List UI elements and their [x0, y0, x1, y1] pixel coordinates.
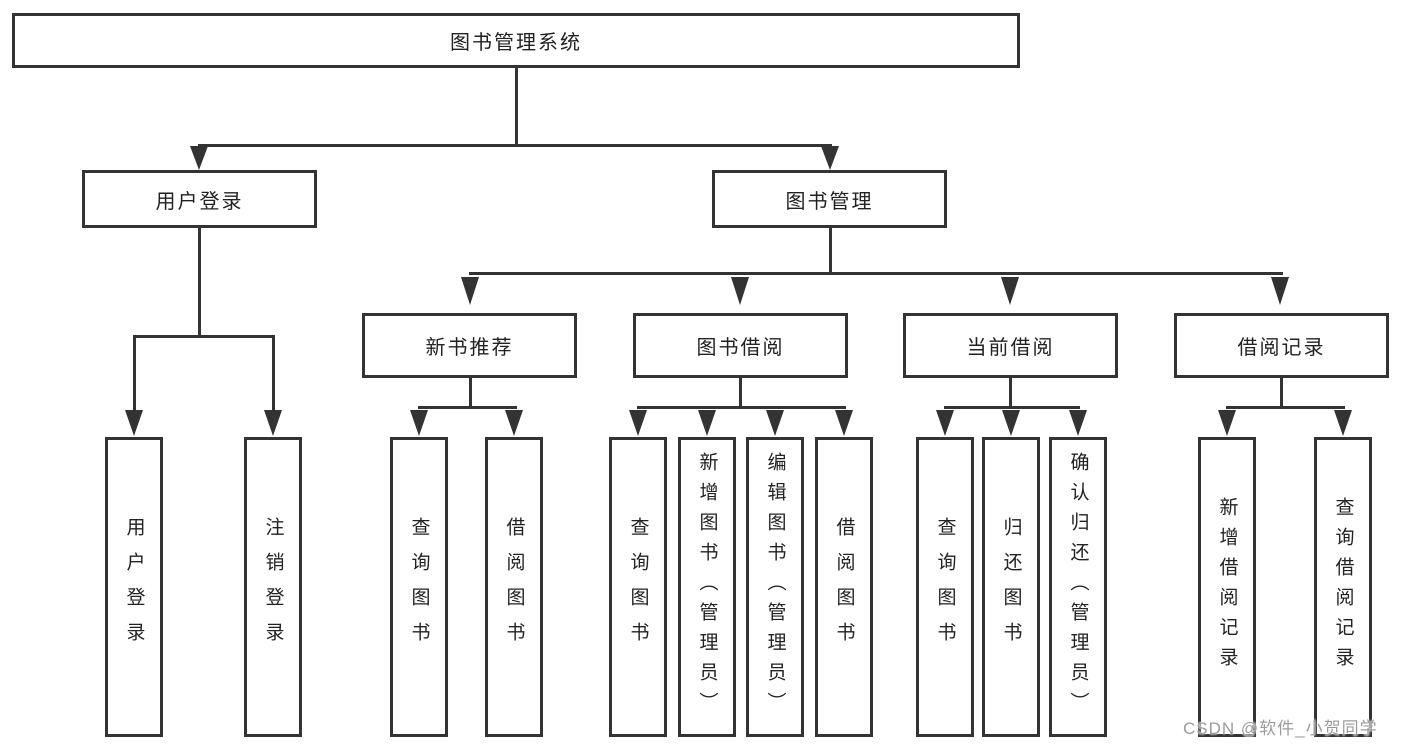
csdn-watermark: CSDN @软件_小贺同学	[1183, 719, 1378, 738]
node-book-management: 图书管理	[712, 170, 947, 228]
node-current-borrowing: 当前借阅	[903, 313, 1118, 378]
connector-book-management-stem	[829, 228, 832, 274]
leaf-logout: 注销登录	[244, 437, 302, 737]
node-new-book-recommendation: 新书推荐	[362, 313, 577, 378]
arrow-down-icon	[190, 146, 208, 170]
arrow-down-icon	[1218, 410, 1236, 436]
connector-user-login-junction	[133, 335, 275, 338]
connector-new-book-stem	[469, 378, 472, 409]
connector-user-login-child1-stem	[133, 335, 136, 412]
arrow-down-icon	[505, 410, 523, 436]
leaf-search-books: 查询图书	[609, 437, 667, 737]
arrow-down-icon	[1002, 410, 1020, 436]
connector-current-borrow-stem	[1009, 378, 1012, 409]
connector-borrow-record-junction	[1226, 406, 1345, 409]
node-library-management-system: 图书管理系统	[12, 13, 1020, 68]
arrow-down-icon	[766, 410, 784, 436]
arrow-down-icon	[1271, 277, 1289, 305]
connector-book-management-junction	[469, 272, 1283, 275]
leaf-user-login: 用户登录	[105, 437, 163, 737]
connector-book-borrow-junction	[637, 406, 846, 409]
connector-borrow-record-stem	[1280, 378, 1283, 409]
arrow-down-icon	[410, 410, 428, 436]
connector-user-login-stem	[198, 228, 201, 338]
arrow-down-icon	[936, 410, 954, 436]
arrow-down-icon	[1069, 410, 1087, 436]
connector-user-login-child2-stem	[272, 335, 275, 412]
arrow-down-icon	[698, 410, 716, 436]
connector-new-book-junction	[418, 406, 517, 409]
leaf-search-borrow-record: 查询借阅记录	[1314, 437, 1372, 737]
node-user-login: 用户登录	[82, 170, 317, 228]
leaf-edit-book-admin: 编辑图书（管理员）	[746, 437, 804, 737]
node-borrowing-records: 借阅记录	[1174, 313, 1389, 378]
arrow-down-icon	[1334, 410, 1352, 436]
arrow-down-icon	[835, 410, 853, 436]
arrow-down-icon	[461, 277, 479, 305]
leaf-search-books: 查询图书	[390, 437, 448, 737]
leaf-add-book-admin: 新增图书（管理员）	[678, 437, 736, 737]
arrow-down-icon	[1001, 277, 1019, 305]
arrow-down-icon	[731, 277, 749, 305]
arrow-down-icon	[821, 146, 839, 170]
connector-book-borrow-stem	[739, 378, 742, 409]
connector-root-stem	[515, 68, 518, 146]
arrow-down-icon	[125, 410, 143, 436]
leaf-confirm-return-admin: 确认归还（管理员）	[1049, 437, 1107, 737]
leaf-borrow-books: 借阅图书	[815, 437, 873, 737]
leaf-search-books: 查询图书	[916, 437, 974, 737]
node-book-borrowing: 图书借阅	[633, 313, 848, 378]
leaf-return-books: 归还图书	[982, 437, 1040, 737]
leaf-borrow-books: 借阅图书	[485, 437, 543, 737]
connector-current-borrow-junction	[944, 406, 1080, 409]
connector-level1-junction	[198, 144, 832, 147]
arrow-down-icon	[629, 410, 647, 436]
arrow-down-icon	[264, 410, 282, 436]
leaf-add-borrow-record: 新增借阅记录	[1198, 437, 1256, 737]
